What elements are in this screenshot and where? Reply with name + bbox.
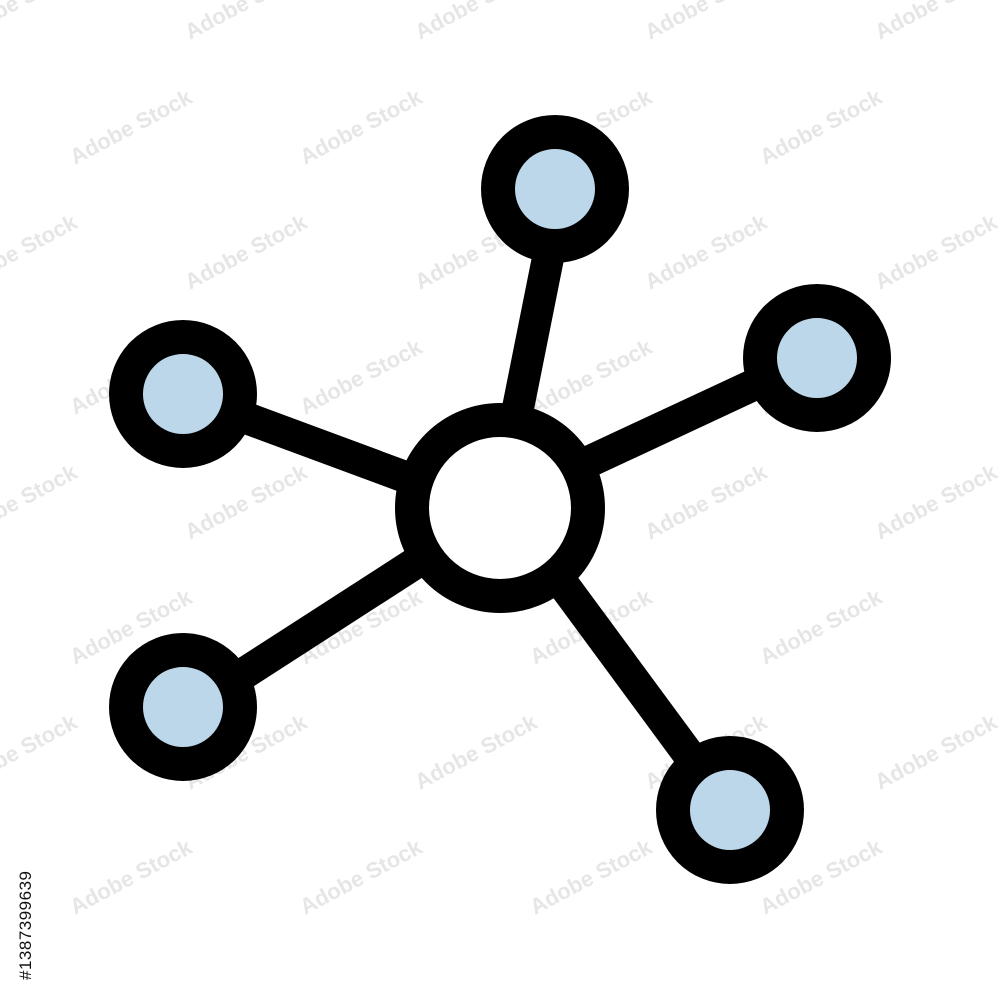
hub-node [395,403,605,613]
connector-right [570,365,778,479]
node-bottom-left [109,633,257,781]
connector-left [230,402,424,494]
satellite-nodes [109,115,891,884]
connector-bottom-left [218,544,436,696]
node-top [481,115,629,263]
node-left [109,320,257,468]
node-bottom-right [656,736,804,884]
connector-bottom-right [544,564,716,786]
stock-id-label: #1387399639 [16,870,35,980]
node-right [743,284,891,432]
connector-top [500,232,566,434]
connector-lines [218,232,778,786]
